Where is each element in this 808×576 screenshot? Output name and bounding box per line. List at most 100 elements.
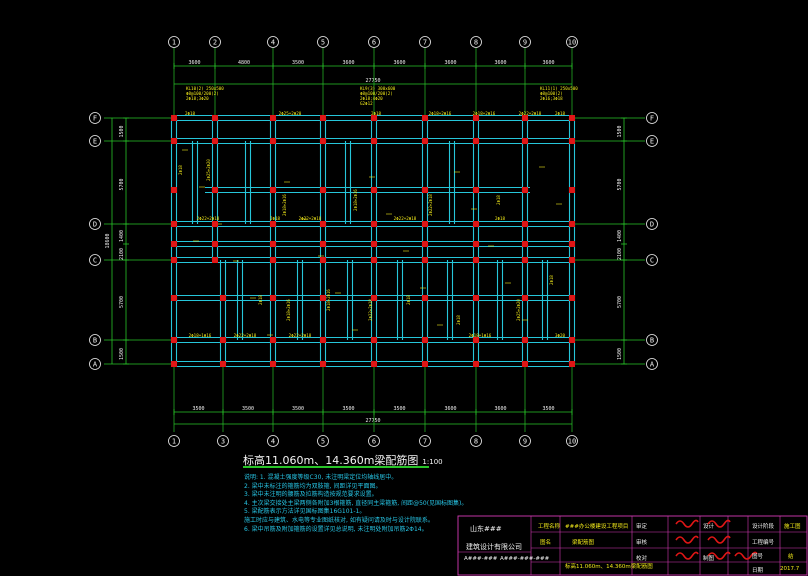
- structural-column: [220, 295, 226, 301]
- title-underline: [243, 466, 429, 468]
- structural-column: [320, 138, 326, 144]
- stage-label: 设计阶段: [752, 524, 775, 530]
- beam-rebar-label: 2Φ18: [371, 111, 382, 116]
- structural-column: [569, 257, 575, 263]
- structural-column: [422, 361, 428, 367]
- beam-callout-text: KL9(3) 300x600: [360, 86, 396, 91]
- grid-bubble-label: F: [650, 115, 654, 123]
- structural-column: [171, 257, 177, 263]
- grid-bubble: [368, 435, 380, 447]
- structural-column: [422, 337, 428, 343]
- structural-column: [220, 361, 226, 367]
- structural-column: [171, 138, 177, 144]
- grid-bubble: [267, 36, 279, 48]
- beam-callout-text: G2Φ12: [360, 101, 373, 106]
- grid-bubble-label: 10: [568, 438, 576, 446]
- dimension-text: 5700: [119, 296, 125, 308]
- grid-bubble: [566, 36, 578, 48]
- note-line: 施工时应与建筑、水电等专业图纸核对, 如有疑问请及时与设计院联系。: [244, 516, 434, 524]
- structural-column: [320, 257, 326, 263]
- dimension-text: 1400: [119, 230, 125, 242]
- dimension-text: 3600: [342, 60, 354, 66]
- grid-bubble-label: 6: [372, 39, 376, 47]
- grid-bubble-label: D: [93, 221, 97, 229]
- beam-rebar-label: 2Φ25+2Φ20: [279, 111, 302, 116]
- grid-bubble-label: E: [650, 138, 654, 146]
- grid-bubble-label: 4: [271, 39, 275, 47]
- beam-rebar-label: 2Φ18+2Φ16: [282, 194, 287, 216]
- drawing-name: 梁配筋图: [572, 540, 595, 546]
- grid-bubble-label: 3: [221, 438, 225, 446]
- structural-column: [320, 295, 326, 301]
- beam-rebar-label: 2Φ25+2Φ20: [516, 299, 521, 321]
- grid-bubble-label: B: [93, 337, 97, 345]
- role-review: 审核: [636, 540, 648, 546]
- dimension-total-text: 18600: [105, 233, 111, 248]
- structural-column: [320, 337, 326, 343]
- dimension-text: 3600: [494, 406, 506, 412]
- beam-rebar-label: 2Φ22+2Φ18: [428, 194, 433, 216]
- grid-bubble-label: 1: [172, 39, 176, 47]
- grid-bubble: [646, 218, 658, 230]
- grid-bubble: [168, 435, 180, 447]
- beam-rebar-label: 2Φ18: [456, 315, 461, 325]
- beam-rebar-label: 2Φ18: [496, 195, 501, 205]
- grid-bubble: [89, 135, 101, 147]
- dimension-text: 3600: [393, 60, 405, 66]
- signature-mark: [734, 551, 758, 560]
- column-layer: [171, 115, 575, 367]
- company-name: 山东###: [470, 525, 502, 533]
- structural-column: [473, 337, 479, 343]
- sheet-no-value: 结: [788, 554, 794, 560]
- grid-bubble-label: 7: [423, 39, 427, 47]
- beam-rebar-label: 2Φ18+1Φ16: [469, 333, 492, 338]
- grid-bubble: [209, 36, 221, 48]
- structural-column: [522, 337, 528, 343]
- grid-bubble-label: 4: [271, 438, 275, 446]
- beam-callout-text: Φ8@100/200(2): [186, 91, 219, 96]
- beam-rebar-label: 2Φ25+2Φ20: [206, 159, 211, 181]
- beam-rebar-label: 2Φ18+2Φ16: [326, 289, 331, 311]
- grid-bubble-label: 7: [423, 438, 427, 446]
- grid-bubble: [419, 36, 431, 48]
- dimension-text: 1500: [617, 125, 623, 137]
- grid-bubble: [646, 254, 658, 266]
- dimension-text: 3600: [444, 60, 456, 66]
- date-label: 日期: [752, 568, 764, 574]
- structural-column: [171, 241, 177, 247]
- note-line: 3. 梁中未注明的腰筋及拉筋构造按规范要求设置。: [244, 491, 378, 499]
- dimension-text: 3500: [242, 406, 254, 412]
- grid-bubble-label: 5: [321, 39, 325, 47]
- dimension-text: 3500: [192, 406, 204, 412]
- structural-column: [569, 361, 575, 367]
- dimension-text: 3500: [393, 406, 405, 412]
- beam-rebar-label: 2Φ18: [495, 216, 506, 221]
- grid-bubble: [646, 112, 658, 124]
- structural-column: [422, 257, 428, 263]
- dimension-total-text: 27750: [365, 418, 380, 424]
- role-design: 设计: [703, 524, 715, 530]
- beam-rebar-label: 2Φ22+2Φ18: [519, 111, 542, 116]
- structural-column: [522, 115, 528, 121]
- note-line: 5. 梁配筋表示方法详见国标图集16G101-1。: [244, 508, 366, 516]
- structural-column: [270, 187, 276, 193]
- grid-bubble-label: A: [650, 361, 655, 369]
- grid-bubble-label: 10: [568, 39, 576, 47]
- date-value: 2017.7: [780, 566, 800, 572]
- structural-column: [171, 295, 177, 301]
- beam-rebar-label: 2Φ22+2Φ18: [197, 216, 220, 221]
- dimension-total-text: 27750: [365, 78, 380, 84]
- structural-column: [212, 138, 218, 144]
- beam-rebar-label: 2Φ18: [270, 216, 281, 221]
- structural-column: [371, 241, 377, 247]
- sheet-title: 标高11.060m、14.360m梁配筋图: [565, 564, 653, 570]
- role-draw: 制图: [703, 556, 715, 562]
- dimension-text: 2100: [617, 248, 623, 260]
- structural-column: [171, 361, 177, 367]
- grid-bubble-label: 9: [523, 39, 527, 47]
- dimension-text: 3600: [188, 60, 200, 66]
- drawing-scale: 1:100: [422, 458, 443, 466]
